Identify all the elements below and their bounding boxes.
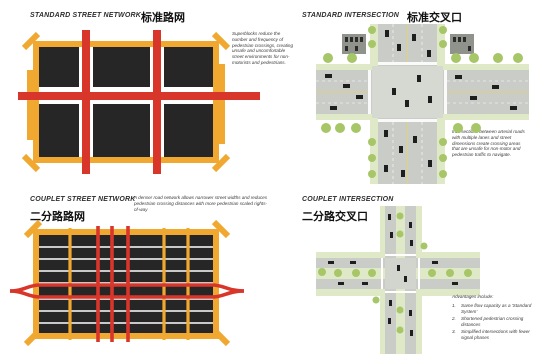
couplet-intersection-title: COUPLET INTERSECTION: [302, 196, 394, 203]
local-streets: [21, 31, 231, 173]
standard-intersection-note: Intersections between arterial roads wit…: [452, 129, 525, 158]
list-item: 3.Simplified intersections with fewer si…: [452, 329, 530, 340]
couplet-network-title: COUPLET STREET NETWORK: [30, 196, 136, 203]
list-item: 1.Same flow capacity as a 'Standard Syst…: [452, 302, 532, 314]
couplet-advantages: Advantages include: 1.Same flow capacity…: [452, 294, 538, 342]
advantages-list: 1.Same flow capacity as a 'Standard Syst…: [452, 303, 538, 341]
couplet-network-title-zh: 二分路路网: [30, 210, 85, 223]
standard-network-note: Superblocks reduce the number and freque…: [232, 31, 294, 65]
standard-intersection-title-zh: 标准交叉口: [407, 11, 462, 24]
superblocks: [39, 47, 213, 157]
list-item: 2.Shortened pedestrian crossing distance…: [452, 315, 524, 327]
couplet-network-note: A denser road network allows narrower st…: [134, 195, 268, 212]
standard-intersection-title: STANDARD INTERSECTION: [302, 12, 400, 19]
couplet-intersection-title-zh: 二分路交叉口: [302, 210, 368, 223]
standard-network-title-zh: 标准路网: [141, 11, 185, 24]
advantages-title: Advantages include:: [452, 294, 494, 299]
arterial-roads: [18, 30, 260, 174]
standard-network-title: STANDARD STREET NETWORK: [30, 12, 142, 19]
